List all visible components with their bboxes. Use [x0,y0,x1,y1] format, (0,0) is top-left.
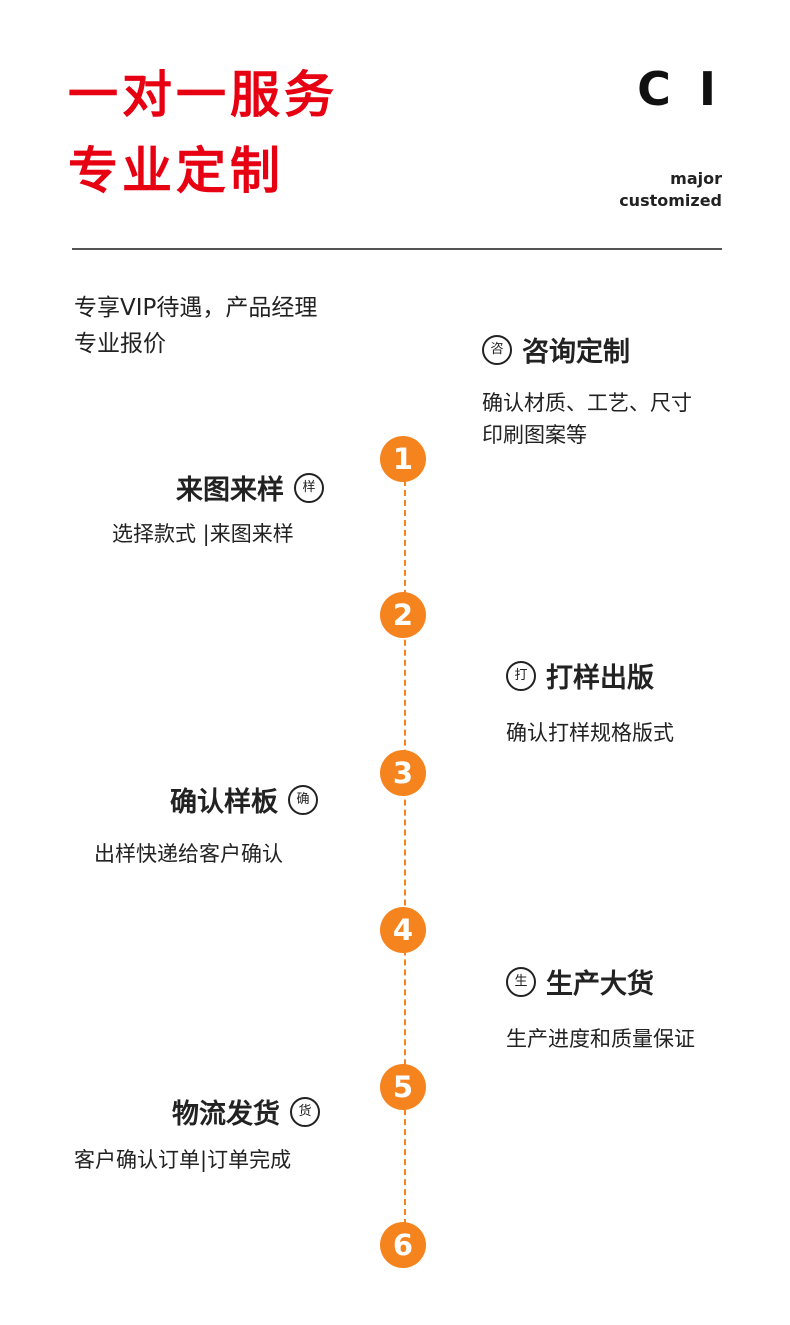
step-6-title: 物流发货 [172,1099,280,1130]
step-3-title: 打样出版 [546,663,654,694]
step-3-desc: 确认打样规格版式 [506,721,674,745]
step-6-title-row: 物流发货 货 [172,1092,320,1131]
step-1-desc-line-1: 确认材质、工艺、尺寸 [482,391,692,415]
step-5: 生 生产大货 生产进度和质量保证 [506,962,695,1055]
step-6-desc: 客户确认订单|订单完成 [74,1148,292,1172]
step-5-desc: 生产进度和质量保证 [506,1027,695,1051]
step-2-title-row: 来图来样 样 [176,468,324,507]
step-2: 来图来样 样 [176,468,324,507]
step-2-title: 来图来样 [176,475,284,506]
tagline-line-1: major [670,169,722,188]
step-number-2: 2 [380,592,426,638]
step-1-desc-line-2: 印刷图案等 [482,423,587,447]
headline-line-2: 专业定制 [68,142,284,200]
step-1-title-row: 咨 咨询定制 [482,330,692,369]
step-3: 打 打样出版 确认打样规格版式 [506,656,674,749]
step-3-title-row: 打 打样出版 [506,656,674,695]
tagline-line-2: customized [619,191,722,210]
step-5-title: 生产大货 [546,969,654,1000]
confirm-icon: 确 [288,784,318,815]
brand-logo: C I [637,62,722,116]
proof-icon: 打 [506,660,536,691]
step-1-desc: 确认材质、工艺、尺寸 印刷图案等 [482,387,692,451]
sample-icon: 样 [294,472,324,503]
brand-tagline: major customized [619,168,722,212]
production-icon: 生 [506,966,536,997]
intro-line-1: 专享VIP待遇，产品经理 [74,295,318,321]
intro-text: 专享VIP待遇，产品经理 专业报价 [74,290,317,362]
shipping-icon: 货 [290,1096,320,1127]
step-4-desc: 出样快递给客户确认 [94,842,283,866]
step-number-5: 5 [380,1064,426,1110]
header-divider [72,248,722,250]
step-number-1: 1 [380,436,426,482]
timeline-dashed-line [404,480,406,1245]
step-1-title: 咨询定制 [522,337,630,368]
step-number-6: 6 [380,1222,426,1268]
step-number-3: 3 [380,750,426,796]
step-4-title: 确认样板 [170,787,278,818]
intro-line-2: 专业报价 [74,331,166,357]
step-4-title-row: 确认样板 确 [170,780,318,819]
headline-line-1: 一对一服务 [68,66,338,124]
step-6: 物流发货 货 [172,1092,320,1131]
step-2-desc: 选择款式 |来图来样 [112,522,294,546]
step-number-4: 4 [380,907,426,953]
step-1: 咨 咨询定制 确认材质、工艺、尺寸 印刷图案等 [482,330,692,451]
step-4: 确认样板 确 [170,780,318,819]
step-5-title-row: 生 生产大货 [506,962,695,1001]
consult-icon: 咨 [482,334,512,365]
